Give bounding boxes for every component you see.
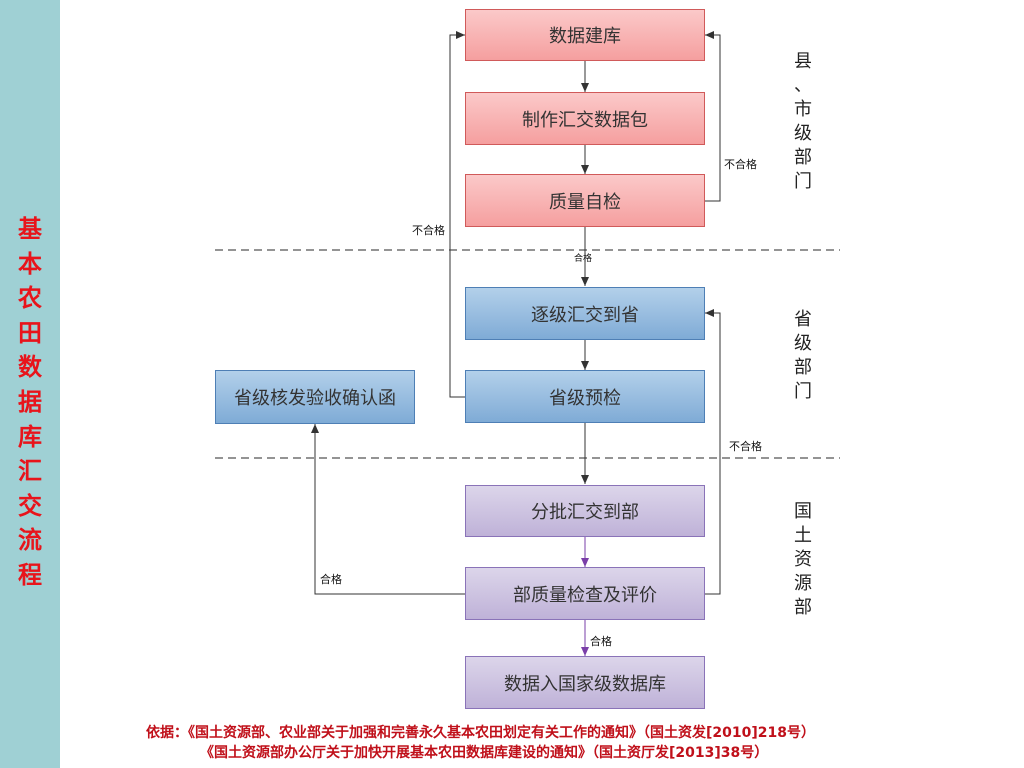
arrow-pass-confirm <box>311 424 465 595</box>
box-province-precheck: 省级预检 <box>465 370 705 423</box>
edge-label-pass-1: 合格 <box>574 254 593 264</box>
zone-label-ministry: 国 土 资 源 部 <box>794 501 812 618</box>
zone-label-province: 省 级 部 门 <box>794 309 812 402</box>
box-confirmation-letter: 省级核发验收确认函 <box>215 370 415 424</box>
arrow-fail-province <box>449 31 465 398</box>
box-national-db: 数据入国家级数据库 <box>465 656 705 709</box>
edge-label-fail-county: 不合格 <box>724 158 757 171</box>
box-self-check: 质量自检 <box>465 174 705 227</box>
box-submit-province: 逐级汇交到省 <box>465 287 705 340</box>
arrow-fail-county <box>705 31 721 202</box>
box-label: 分批汇交到部 <box>531 502 639 523</box>
title-char: 库 <box>18 422 42 451</box>
edge-label-fail-province: 不合格 <box>412 224 445 237</box>
box-label: 部质量检查及评价 <box>513 584 657 606</box>
reference-line-1: 依据：《国土资源部、农业部关于加强和完善永久基本农田划定有关工作的通知》（国土资… <box>146 725 815 741</box>
edge-label-pass-confirm: 合格 <box>320 573 342 586</box>
box-ministry-check: 部质量检查及评价 <box>465 567 705 620</box>
title-char: 程 <box>18 560 42 589</box>
box-submit-ministry: 分批汇交到部 <box>465 485 705 537</box>
edge-label-pass-national: 合格 <box>590 635 612 648</box>
box-label: 数据入国家级数据库 <box>504 673 666 695</box>
reference-line-2: 《国土资源部办公厅关于加快开展基本农田数据库建设的通知》（国土资厅发[2013]… <box>200 745 769 761</box>
title-char: 数 <box>18 353 42 382</box>
box-label: 逐级汇交到省 <box>531 304 639 326</box>
box-label: 数据建库 <box>549 26 621 47</box>
box-make-package: 制作汇交数据包 <box>465 92 705 145</box>
zone-label-county: 县 、 市 级 部 门 <box>794 51 812 192</box>
box-label: 制作汇交数据包 <box>522 109 648 131</box>
title-char: 流 <box>18 526 42 555</box>
box-label: 省级核发验收确认函 <box>234 388 396 409</box>
title-char: 汇 <box>18 457 42 486</box>
box-data-building: 数据建库 <box>465 9 705 61</box>
title-char: 基 <box>18 215 42 243</box>
box-label: 质量自检 <box>549 191 621 213</box>
box-label: 省级预检 <box>549 387 621 409</box>
vertical-title: 基 本 农 田 数 据 库 汇 交 流 程 <box>0 212 60 593</box>
title-char: 交 <box>18 491 42 520</box>
edge-label-fail-ministry: 不合格 <box>729 440 762 453</box>
title-char: 据 <box>18 387 42 416</box>
arrow-fail-ministry <box>705 309 721 595</box>
title-char: 本 <box>18 249 42 278</box>
title-char: 农 <box>18 284 42 313</box>
title-char: 田 <box>18 318 42 347</box>
sidebar <box>0 0 60 768</box>
